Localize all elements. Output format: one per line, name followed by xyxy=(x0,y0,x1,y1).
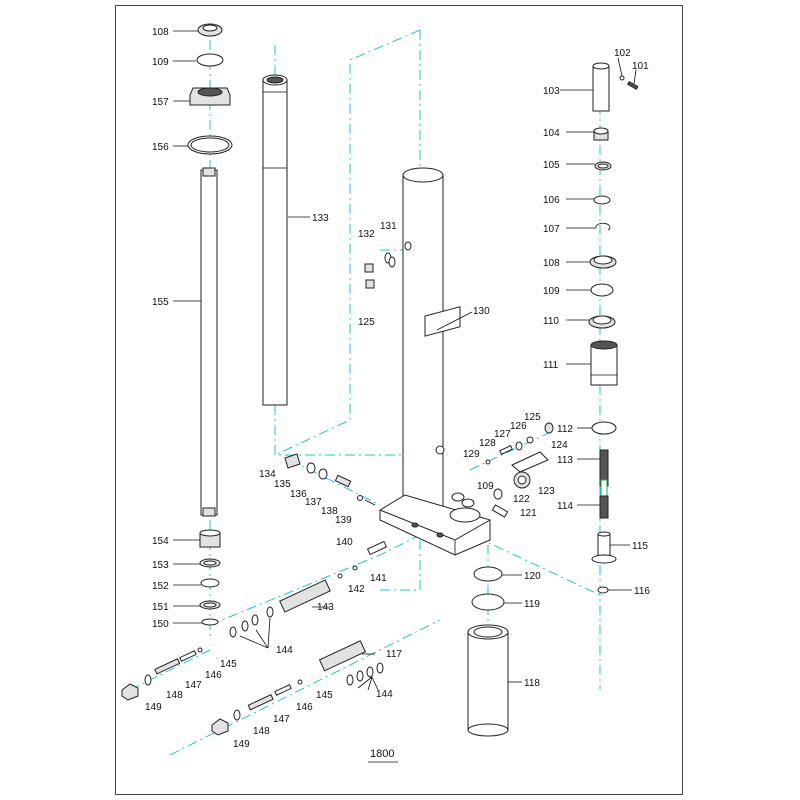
callout-136: 136 xyxy=(290,489,307,500)
callout-137: 137 xyxy=(305,497,322,508)
callout-101: 101 xyxy=(632,61,649,72)
callout-133: 133 xyxy=(312,213,329,224)
callout-109-right-col: 109 xyxy=(543,286,560,297)
callout-156: 156 xyxy=(152,142,169,153)
callout-140: 140 xyxy=(336,537,353,548)
callout-142: 142 xyxy=(348,584,365,595)
callout-145-lower: 145 xyxy=(316,690,333,701)
callout-130: 130 xyxy=(473,306,490,317)
callout-122: 122 xyxy=(513,494,530,505)
callout-117: 117 xyxy=(386,649,402,660)
callout-106: 106 xyxy=(543,195,560,206)
callout-149-lower: 149 xyxy=(233,739,250,750)
callout-105: 105 xyxy=(543,160,560,171)
callout-155: 155 xyxy=(152,297,169,308)
callout-131: 131 xyxy=(380,221,397,232)
callout-134: 134 xyxy=(259,469,276,480)
drawing-number: 1800 xyxy=(368,748,398,763)
callout-110: 110 xyxy=(543,316,559,327)
callout-labels: 108 109 157 156 155 154 153 152 151 150 … xyxy=(145,27,650,750)
callout-104: 104 xyxy=(543,128,560,139)
callout-118: 118 xyxy=(524,678,540,689)
callout-123: 123 xyxy=(538,486,555,497)
callout-109-right: 109 xyxy=(477,481,494,492)
callout-128: 128 xyxy=(479,438,496,449)
callout-124: 124 xyxy=(551,440,568,451)
callout-147-lower: 147 xyxy=(273,714,290,725)
callout-138: 138 xyxy=(321,506,338,517)
oring-109 xyxy=(196,53,224,67)
callout-125-right: 125 xyxy=(524,412,541,423)
tube-133 xyxy=(262,74,288,406)
callout-108-right: 108 xyxy=(543,258,560,269)
main-column-130 xyxy=(379,167,491,556)
callout-102: 102 xyxy=(614,48,631,59)
callout-152: 152 xyxy=(152,581,169,592)
callout-146-lower: 146 xyxy=(296,702,313,713)
leader-lines xyxy=(173,30,637,691)
callout-139: 139 xyxy=(335,515,352,526)
callout-114: 114 xyxy=(557,501,573,512)
callout-150: 150 xyxy=(152,619,169,630)
callout-148: 148 xyxy=(166,690,183,701)
callout-154: 154 xyxy=(152,536,169,547)
callout-157: 157 xyxy=(152,97,169,108)
callout-146: 146 xyxy=(205,670,222,681)
ring-150 xyxy=(201,618,219,626)
callout-141: 141 xyxy=(370,573,387,584)
left-spindle-assembly xyxy=(187,23,233,626)
callout-127: 127 xyxy=(494,429,511,440)
callout-135: 135 xyxy=(274,479,291,490)
callout-132: 132 xyxy=(358,229,375,240)
callout-144: 144 xyxy=(276,645,293,656)
callout-113: 113 xyxy=(557,455,573,466)
callout-108: 108 xyxy=(152,27,169,38)
callout-143: 143 xyxy=(317,602,334,613)
callout-109: 109 xyxy=(152,57,169,68)
fittings-121-129 xyxy=(451,422,554,518)
callout-145: 145 xyxy=(220,659,237,670)
callout-129: 129 xyxy=(463,449,480,460)
callout-144-lower: 144 xyxy=(376,689,393,700)
shaft-155 xyxy=(200,169,218,516)
ring-152 xyxy=(200,578,220,588)
fittings-131-132 xyxy=(364,241,412,289)
callout-103: 103 xyxy=(543,86,560,97)
valve-assembly-upper xyxy=(121,540,388,701)
callout-115: 115 xyxy=(632,541,648,552)
callout-126: 126 xyxy=(510,421,527,432)
callout-116: 116 xyxy=(634,586,650,597)
callout-125: 125 xyxy=(358,317,375,328)
callout-120: 120 xyxy=(524,571,541,582)
callout-121: 121 xyxy=(520,508,537,519)
valve-assembly-lower xyxy=(211,640,384,736)
callout-148-lower: 148 xyxy=(253,726,270,737)
fittings-134-139 xyxy=(284,453,376,506)
right-piston-assembly xyxy=(588,62,639,594)
sleeve-118-120 xyxy=(467,566,509,737)
callout-151: 151 xyxy=(152,602,169,613)
callout-149: 149 xyxy=(145,702,162,713)
callout-107: 107 xyxy=(543,224,560,235)
callout-111: 111 xyxy=(543,360,559,371)
drawing-border xyxy=(115,5,683,795)
callout-119: 119 xyxy=(524,599,540,610)
callout-112: 112 xyxy=(557,424,573,435)
callout-147: 147 xyxy=(185,680,202,691)
drawing-number-text: 1800 xyxy=(370,748,394,760)
callout-153: 153 xyxy=(152,560,169,571)
